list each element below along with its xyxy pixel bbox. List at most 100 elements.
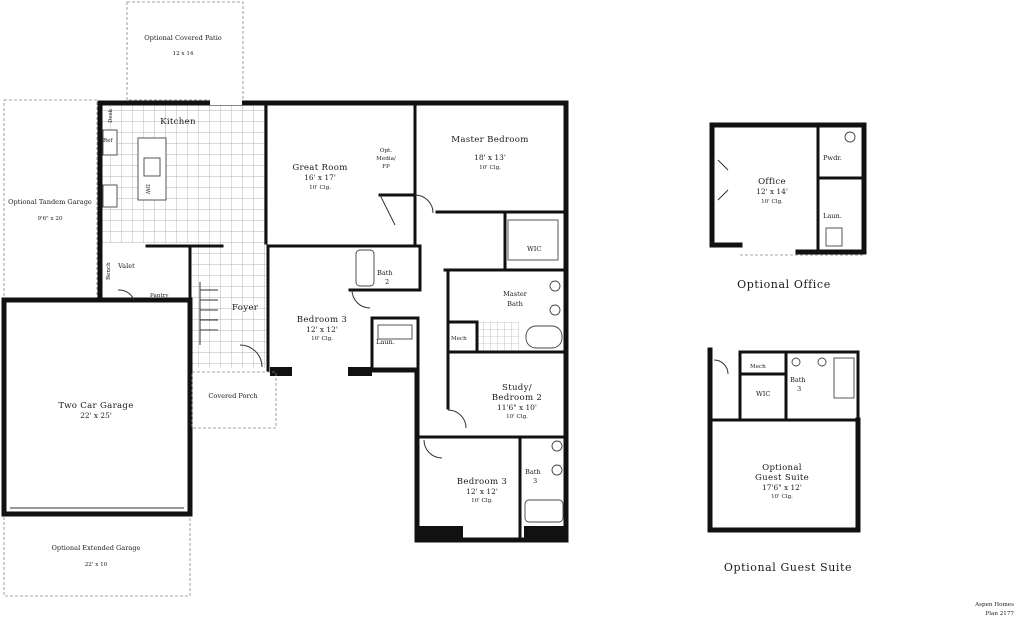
bedroom3-rear-label: Bedroom 3: [457, 477, 507, 487]
sink: [551, 464, 563, 476]
bath3-label-1: Bath: [525, 468, 541, 476]
guest-suite-label-2: Guest Suite: [755, 473, 809, 483]
door-swing: [351, 289, 371, 309]
window-block: [524, 526, 566, 540]
garage-walls: [1, 297, 193, 517]
master-bedroom-label: Master Bedroom: [451, 135, 528, 145]
tub-bath2: [355, 249, 375, 287]
bath3-label-2: 3: [533, 477, 537, 485]
kitchen-tile-floor: [100, 103, 266, 243]
study-ceiling: 10' Clg.: [506, 414, 528, 420]
guest-shower: [833, 357, 855, 399]
guest-bath-label-1: Bath: [790, 376, 806, 384]
patio-size: 12 x 14: [173, 51, 194, 57]
window-block: [270, 367, 292, 376]
guest-sink: [817, 357, 827, 367]
kitchen-sink: [143, 157, 161, 177]
bedroom3-front-label: Bedroom 3: [297, 315, 347, 325]
rear-step-wall: [369, 367, 420, 383]
optional-office-plan: Office 12' x 14' 10' Clg. Pwdr. Laun. Op…: [709, 122, 867, 291]
office-ceiling: 10' Clg.: [761, 199, 783, 205]
credit-line-1: Aspen Homes: [974, 602, 1014, 608]
laun-counter: [377, 324, 413, 340]
extended-garage-size: 22' x 10: [85, 562, 108, 568]
master-tub: [525, 325, 563, 349]
tandem-garage-outline: [3, 99, 98, 301]
bath2-label-2: 2: [385, 278, 389, 286]
master-bedroom-size: 18' x 13': [474, 153, 506, 162]
foyer-label: Foyer: [232, 303, 259, 313]
pwdr-sink: [844, 131, 856, 143]
opt-media-1: Opt.: [380, 148, 392, 154]
guest-suite-ceiling: 10' Clg.: [771, 494, 793, 500]
sink: [549, 280, 561, 292]
foyer-tile-floor: [190, 243, 266, 368]
kitchen-label: Kitchen: [160, 117, 196, 127]
tandem-garage-label: Optional Tandem Garage: [8, 198, 92, 206]
bedroom3-front-ceiling: 10' Clg.: [311, 336, 333, 342]
door-swing: [117, 289, 135, 301]
window-block: [348, 367, 372, 376]
door-swing: [713, 359, 729, 375]
master-bedroom-ceiling: 10' Clg.: [479, 165, 501, 171]
bedroom3-rear-ceiling: 10' Clg.: [471, 498, 493, 504]
pwdr-label: Pwdr.: [823, 154, 842, 162]
door-swing: [423, 439, 443, 459]
laun-unit: [825, 227, 843, 247]
great-room-label: Great Room: [292, 163, 347, 173]
north-wall: [97, 100, 569, 358]
ref-label: Ref: [103, 138, 114, 144]
guest-wic-label: WIC: [756, 390, 770, 398]
bedroom3-front-size: 12' x 12': [306, 325, 338, 334]
opt-media-3: FP: [382, 164, 390, 170]
pantry-label: Pantry: [150, 293, 169, 299]
porch-outline: [191, 371, 277, 429]
guest-mech-label: Mech: [750, 364, 766, 370]
credit-line-2: Plan 2177: [985, 611, 1014, 617]
extended-garage-label: Optional Extended Garage: [52, 544, 141, 552]
two-car-garage-label: Two Car Garage: [58, 401, 133, 411]
dw-label: DW: [144, 184, 150, 194]
optional-guest-suite-plan: Mech WIC Bath 3 Optional Guest Suite 17'…: [707, 347, 861, 574]
tub-bath3: [524, 499, 564, 523]
extended-garage-outline: [3, 513, 191, 597]
office-door-marks: [717, 159, 729, 201]
wic-label: WIC: [527, 245, 541, 253]
laun-label: Laun.: [376, 338, 395, 346]
tandem-garage-size: 9'6" x 20: [37, 216, 62, 222]
main-plan: Optional Covered Patio 12 x 14 Kitchen D…: [1, 1, 569, 597]
bedroom3-rear-size: 12' x 12': [466, 487, 498, 496]
bath2-label-1: Bath: [377, 269, 393, 277]
guest-outer-wall: [707, 347, 861, 533]
office-label: Office: [758, 177, 786, 187]
master-bath-label-2: Bath: [507, 300, 523, 308]
mech-label: Mech: [451, 336, 467, 342]
master-bath-label-1: Master: [503, 290, 528, 298]
patio-label: Optional Covered Patio: [144, 34, 222, 42]
door-swing: [239, 344, 263, 368]
great-room-ceiling: 10' Clg.: [309, 185, 331, 191]
guest-sink: [791, 357, 801, 367]
guest-bath-label-2: 3: [797, 385, 801, 393]
covered-porch-label: Covered Porch: [208, 392, 258, 400]
valet-label: Valet: [117, 262, 135, 270]
two-car-garage-size: 22' x 25': [80, 411, 112, 420]
wic-shelf: [507, 219, 559, 261]
optional-guest-suite-title: Optional Guest Suite: [724, 561, 852, 574]
office-outer-wall: [709, 122, 867, 255]
study-label-2: Bedroom 2: [492, 393, 542, 403]
sink: [551, 440, 563, 452]
optional-office-title: Optional Office: [737, 278, 831, 291]
office-laun-label: Laun.: [823, 212, 842, 220]
sink: [549, 304, 561, 316]
great-room-size: 16' x 17': [304, 173, 336, 182]
guest-top-wall: [738, 350, 860, 422]
range: [102, 184, 118, 208]
door-swing: [379, 194, 396, 226]
master-bath-tile: [477, 322, 519, 350]
patio-outline: [126, 1, 244, 101]
study-label-1: Study/: [502, 383, 532, 393]
study-size: 11'6" x 10': [497, 403, 537, 412]
door-swing: [447, 409, 467, 429]
